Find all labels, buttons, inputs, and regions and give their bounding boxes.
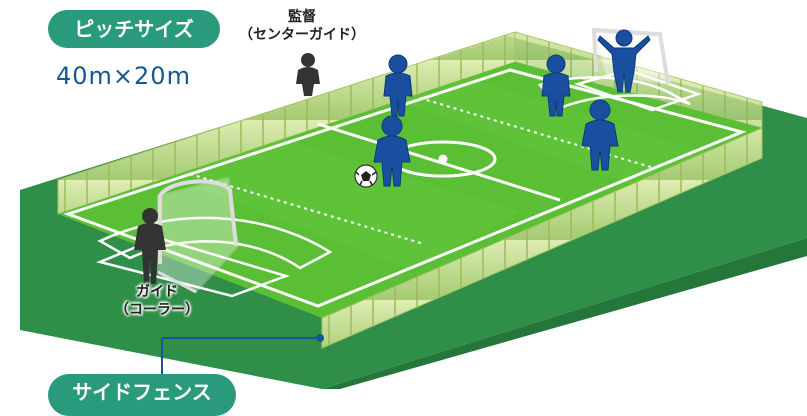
guide-label-title: ガイド bbox=[82, 283, 232, 301]
guide-label-subtitle: （コーラー） bbox=[82, 301, 232, 319]
pitch-dimensions: 40m×20m bbox=[56, 62, 191, 90]
pitch-size-badge: ピッチサイズ bbox=[48, 10, 220, 48]
player-figure bbox=[542, 55, 570, 116]
coach-figure bbox=[296, 53, 320, 96]
figures-layer bbox=[0, 0, 807, 389]
goalkeeper-figure bbox=[598, 30, 650, 92]
coach-label-subtitle: （センターガイド） bbox=[222, 26, 382, 44]
player-figure bbox=[582, 100, 618, 170]
coach-label: 監督 （センターガイド） bbox=[222, 8, 382, 44]
player-figure bbox=[374, 116, 410, 186]
side-fence-title: サイドフェンス bbox=[72, 380, 212, 404]
side-fence-badge: サイドフェンス bbox=[48, 374, 236, 416]
guide-figure bbox=[134, 208, 166, 284]
pitch-size-title: ピッチサイズ bbox=[74, 17, 193, 41]
coach-label-title: 監督 bbox=[222, 8, 382, 26]
guide-label: ガイド （コーラー） bbox=[82, 283, 232, 319]
player-figure bbox=[384, 55, 412, 116]
